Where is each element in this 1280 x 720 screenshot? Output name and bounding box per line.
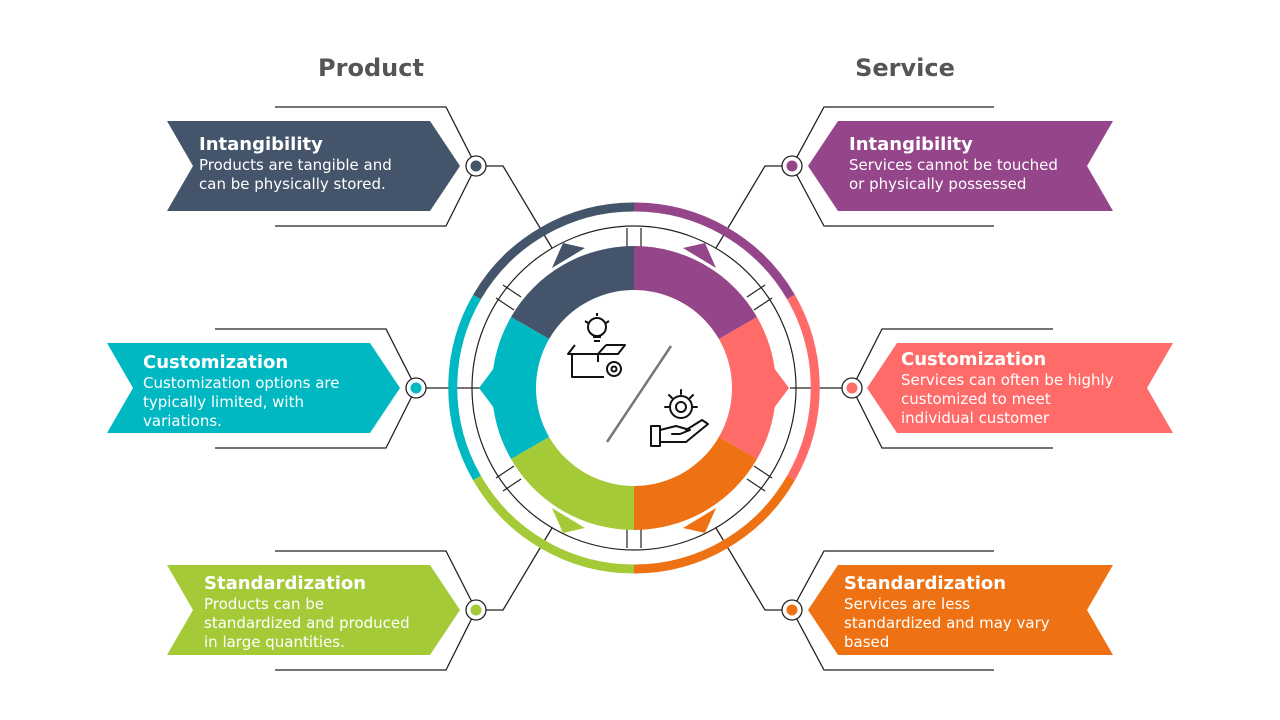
inner-ring-outline — [471, 225, 797, 551]
card-body: Services are less standardized and may v… — [844, 595, 1050, 651]
card-title: Standardization — [844, 573, 1007, 594]
product-column-title: Product — [318, 54, 424, 82]
service-intangibility-card — [808, 121, 1113, 211]
outer-ring — [448, 202, 820, 574]
node-dot-product-intangibility — [470, 160, 482, 172]
card-title: Standardization — [204, 573, 367, 594]
center-hub — [536, 290, 732, 486]
service-customization-card — [867, 343, 1173, 433]
product-intangibility-text: Intangibility Products are tangible and … — [199, 134, 392, 194]
product-standardization-text: Standardization Products can be standard… — [204, 573, 410, 652]
card-body: Services cannot be touched or physically… — [849, 156, 1058, 193]
center-divider — [605, 345, 673, 443]
product-customization-text: Customization Customization options are … — [143, 352, 339, 431]
card-body: Products are tangible and can be physica… — [199, 156, 392, 193]
ring-dividers — [495, 228, 773, 548]
service-customization-text: Customization Services can often be high… — [901, 349, 1114, 428]
service-standardization-text: Standardization Services are less standa… — [844, 573, 1050, 652]
node-dot-product-customization — [410, 382, 422, 394]
card-title: Intangibility — [199, 134, 323, 155]
service-column-title: Service — [855, 54, 955, 82]
card-body: Services can often be highly customized … — [901, 371, 1114, 427]
card-title: Customization — [143, 352, 289, 373]
card-title: Intangibility — [849, 134, 973, 155]
product-standardization-card — [167, 565, 460, 655]
card-body: Customization options are typically limi… — [143, 374, 340, 430]
node-dot-service-standardization — [786, 604, 798, 616]
card-body: Products can be standardized and produce… — [204, 595, 410, 651]
node-dot-service-intangibility — [786, 160, 798, 172]
service-standardization-card — [808, 565, 1113, 655]
node-dot-product-standardization — [470, 604, 482, 616]
node-dot-service-customization — [846, 382, 858, 394]
product-intangibility-card — [167, 121, 460, 211]
box-lightbulb-gear-icon — [567, 313, 626, 378]
service-intangibility-text: Intangibility Services cannot be touched… — [849, 134, 1058, 194]
hand-gear-icon — [650, 389, 709, 447]
card-title: Customization — [901, 349, 1047, 370]
product-customization-card — [107, 343, 400, 433]
